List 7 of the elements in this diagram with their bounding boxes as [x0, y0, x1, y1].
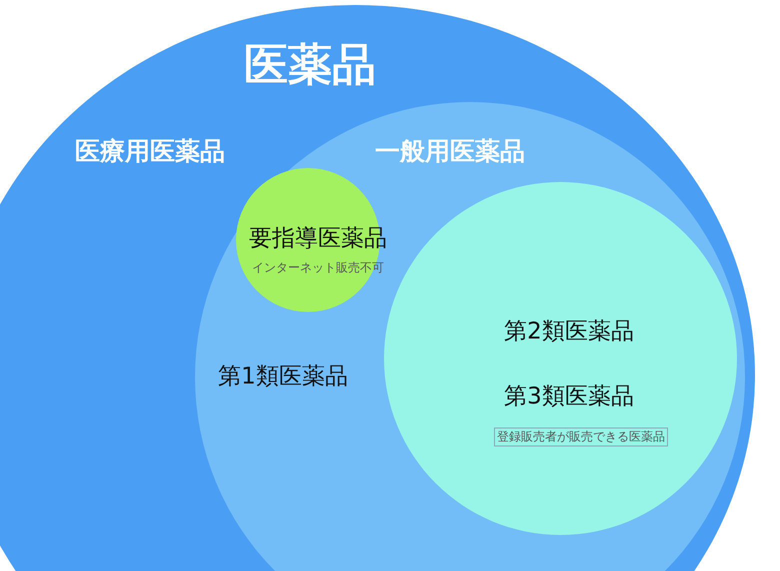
heading-label: 医薬品 [244, 38, 376, 92]
category-label: 第3類医薬品 [504, 382, 634, 412]
category-label: 第1類医薬品 [218, 362, 348, 392]
note-label: 登録販売者が販売できる医薬品 [494, 428, 668, 446]
category-label: 一般用医薬品 [375, 136, 525, 168]
category-label: 医療用医薬品 [75, 136, 225, 168]
category-label: 第2類医薬品 [504, 318, 634, 346]
